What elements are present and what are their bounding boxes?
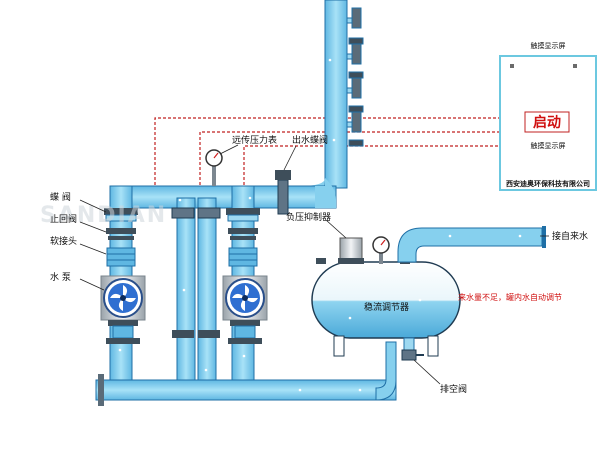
panel-screen-label: 触摸显示屏 xyxy=(531,141,566,150)
check-valve-left xyxy=(106,228,136,240)
middle-valves xyxy=(171,207,221,338)
suction-pipe xyxy=(95,341,397,406)
vacuum-suppressor xyxy=(338,237,364,264)
pump-left xyxy=(100,275,146,344)
soft-joint-right xyxy=(228,247,258,267)
outlet-butterfly-valve xyxy=(275,170,291,215)
label-pressure-gauge: 远传压力表 xyxy=(232,134,277,146)
check-valve-right xyxy=(228,228,258,240)
label-tank: 稳流调节器 xyxy=(364,301,409,313)
stabilizer-tank xyxy=(311,258,461,357)
riser-branch-valves xyxy=(346,7,364,147)
drain-valve xyxy=(401,337,424,361)
inlet-pipe xyxy=(397,226,546,263)
control-signal-lines xyxy=(154,117,500,190)
butterfly-valve-right xyxy=(226,208,260,222)
label-check-valve: 止回阀 xyxy=(50,213,77,225)
pump-right xyxy=(222,275,268,344)
watermark-text: SANDIAN xyxy=(40,203,167,228)
label-inlet: 接自来水 xyxy=(552,230,588,242)
pressure-gauge xyxy=(205,149,223,186)
label-butterfly-valve: 蝶 阀 xyxy=(50,191,71,203)
leader-lines xyxy=(79,144,549,385)
tank-pressure-gauge xyxy=(372,236,390,264)
label-suppressor: 负压抑制器 xyxy=(286,211,331,223)
panel-title: 触摸显示屏 xyxy=(531,41,566,50)
middle-branch-pipes xyxy=(176,197,217,387)
label-soft-joint: 软接头 xyxy=(50,235,77,247)
panel-company-name: 西安迪奥环保科技有限公司 xyxy=(506,179,590,188)
control-panel: 触摸显示屏 启动 触摸显示屏 西安迪奥环保科技有限公司 xyxy=(499,41,597,191)
butterfly-valve-left xyxy=(104,208,138,222)
label-drain-valve: 排空阀 xyxy=(440,383,467,395)
water-bubbles xyxy=(118,58,522,392)
label-water-pump: 水 泵 xyxy=(50,271,71,283)
label-auto-note: 来水量不足，罐内水自动调节 xyxy=(458,292,562,302)
soft-joint-left xyxy=(106,247,136,267)
label-outlet-valve: 出水蝶阀 xyxy=(292,134,328,146)
start-button[interactable]: 启动 xyxy=(533,114,561,131)
riser-pipe xyxy=(300,0,348,208)
